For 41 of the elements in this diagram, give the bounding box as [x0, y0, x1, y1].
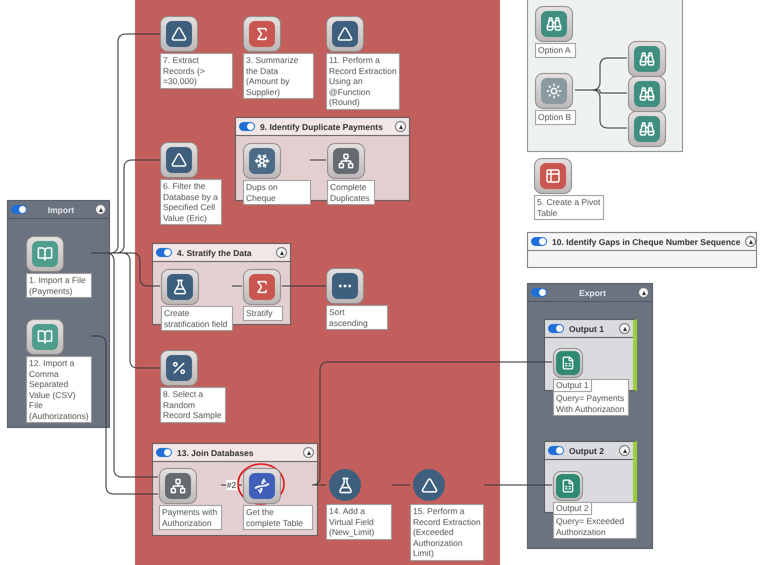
tool-label: Get the complete Table [243, 505, 313, 530]
group-title: Output 1 [569, 324, 605, 334]
tool-label: 12. Import a Comma Separated Value (CSV) File (Authorizations) [26, 356, 92, 423]
tool-label: Payments with Authorization [159, 505, 222, 530]
group-title: 10. Identify Gaps in Cheque Number Sequence [552, 236, 740, 246]
tool-label: Stratify [243, 306, 283, 320]
tool-label: 15. Perform a Record Extraction (Exceeded Authorization Limit) [410, 504, 484, 560]
group-panel [7, 200, 110, 428]
connector [312, 362, 552, 486]
connector [574, 90, 628, 128]
tool-label: 14. Add a Virtual Field (New_Limit) [326, 504, 392, 540]
tool-label: 3. Summarize the Data (Amount by Supplier) [243, 53, 314, 99]
tool-label: Create stratification field [161, 306, 233, 331]
group-panel [527, 283, 653, 549]
tool-label: Option B [535, 110, 576, 124]
group-title: 4. Stratify the Data [177, 248, 253, 258]
output-tag: Output 1 [553, 379, 592, 392]
tool-label: 8. Select a Random Record Sample [160, 387, 226, 422]
tool-label: Option A [535, 43, 576, 58]
tool-label: Dups on Cheque [243, 180, 311, 205]
tool-label: 11. Perform a Record Extraction Using an @Function (Round) [326, 53, 400, 110]
group-title: Import [46, 204, 76, 214]
connector [484, 484, 552, 486]
edge-label: #2 [226, 480, 238, 490]
output-tag: Output 2 [553, 502, 592, 514]
group-panel [527, 232, 757, 268]
group-title: Export [578, 288, 607, 298]
group-title: Output 2 [569, 446, 605, 456]
group-title: 13. Join Databases [177, 448, 255, 458]
tool-label: Sort ascending [326, 305, 388, 330]
connector [312, 484, 326, 486]
connector [392, 484, 410, 486]
tool-label: 6. Filter the Database by a Specified Cell Value (Eric) [160, 179, 222, 225]
group-title: 9. Identify Duplicate Payments [260, 122, 384, 132]
tool-label: Complete Duplicates [327, 180, 375, 205]
group-box [527, 0, 683, 152]
group-panel [152, 443, 318, 536]
tool-label: 1. Import a File (Payments) [26, 273, 92, 298]
connector [90, 336, 158, 494]
tool-label: 7. Extract Records (> =30,000) [160, 53, 233, 88]
tool-label: 5. Create a Pivot Table [534, 195, 604, 220]
